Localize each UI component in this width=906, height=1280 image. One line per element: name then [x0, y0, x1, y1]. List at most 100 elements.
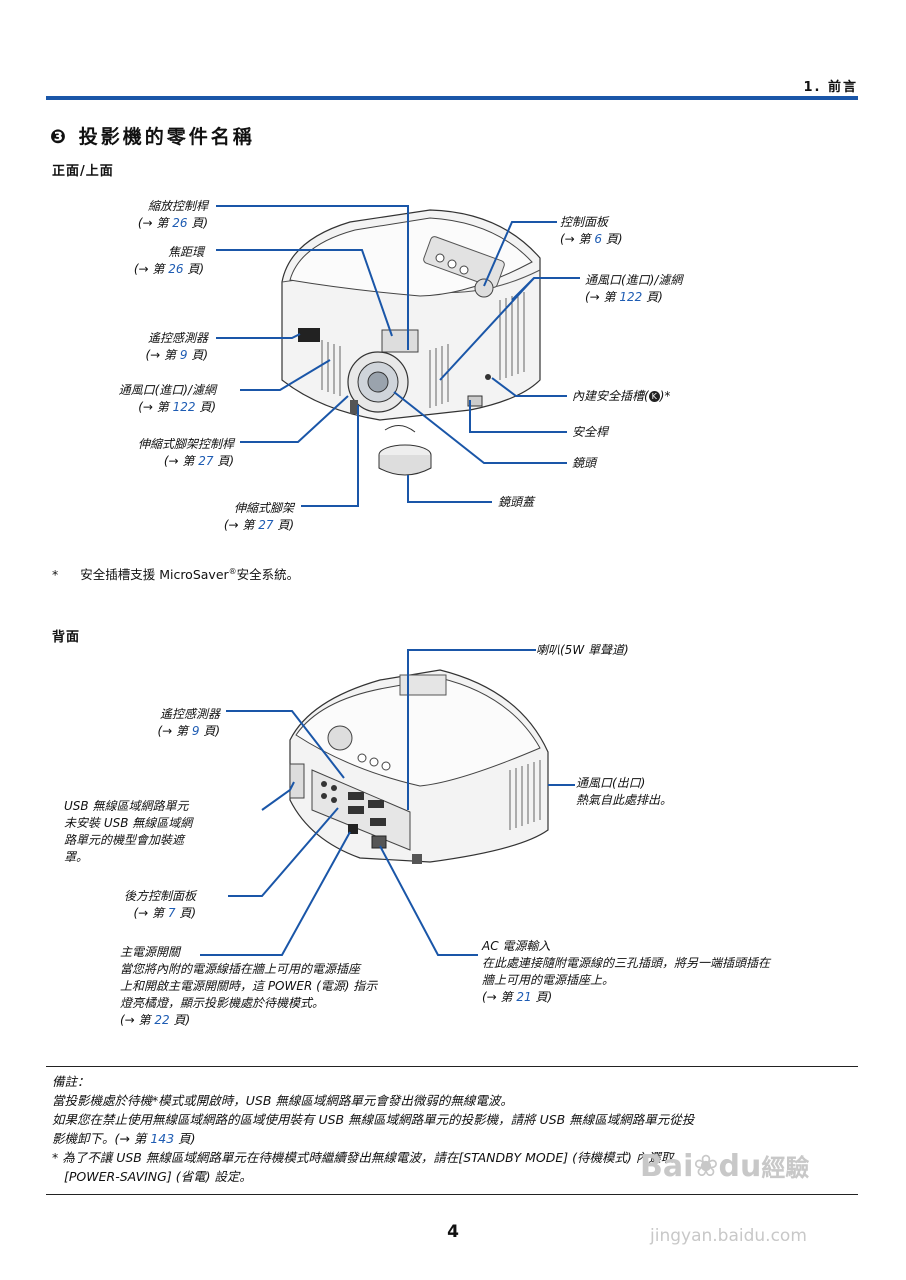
label-usb-wireless: USB 無線區域網路單元 未安裝 USB 無線區域網 路單元的機型會加裝遮 罩。 [64, 798, 192, 866]
label-foot-lever-name: 伸縮式腳架控制桿 [137, 437, 234, 451]
ref-post: 頁) [169, 1013, 191, 1027]
usb-line: 罩。 [64, 850, 89, 864]
label-main-power-switch: 主電源開關 當您將內附的電源線插在牆上可用的電源插座 上和開啟主電源開關時，這 … [120, 944, 377, 1029]
ref-page-link[interactable]: 9 [179, 348, 188, 362]
label-ac-input: AC 電源輸入 在此處連接隨附電源線的三孔插頭，將另一端插頭插在 牆上可用的電源… [482, 938, 770, 1006]
footnote-text-end: 安全系統。 [236, 567, 300, 582]
label-rear-panel: 後方控制面板 (→ 第 7 頁) [124, 888, 196, 922]
note-page-link[interactable]: 143 [150, 1131, 175, 1146]
note-line: 如果您在禁止使用無線區域網路的區域使用裝有 USB 無線區域網路單元的投影機，請… [52, 1112, 695, 1127]
ac-line: 在此處連接隨附電源線的三孔插頭，將另一端插頭插在 [482, 956, 771, 970]
ref-main-switch: (→ 第 22 頁) [120, 1012, 377, 1029]
ref-post: 頁) [183, 262, 204, 276]
ref-page-link[interactable]: 21 [516, 990, 532, 1004]
note-top-rule [46, 1066, 858, 1067]
ref-pre: (→ 第 [137, 216, 173, 230]
ref-page-link[interactable]: 26 [172, 216, 188, 230]
ref-pre: (→ 第 [585, 290, 620, 304]
ref-pre: (→ 第 [560, 232, 595, 246]
usb-line: USB 無線區域網路單元 [64, 799, 189, 813]
chapter-header: 1. 前言 [803, 80, 858, 95]
front-subheading: 正面/上面 [52, 164, 114, 179]
ref-page-link[interactable]: 122 [172, 400, 196, 414]
label-security-slot-post: )* [659, 389, 671, 403]
ref-page-link[interactable]: 9 [191, 724, 200, 738]
watermark-url: jingyan.baidu.com [650, 1226, 807, 1246]
label-vent-exhaust: 通風口(出口) 熱氣自此處排出。 [576, 775, 672, 809]
label-focus-name: 焦距環 [167, 245, 204, 259]
ref-page-link[interactable]: 26 [168, 262, 184, 276]
label-control-panel-name: 控制面板 [560, 215, 609, 229]
ref-pre: (→ 第 [138, 400, 173, 414]
ref-post: 頁) [273, 518, 294, 532]
label-vent-out-name: 通風口(出口) [576, 776, 646, 790]
label-lens: 鏡頭 [572, 456, 597, 470]
main-switch-line: 上和開啟主電源開關時，這 POWER (電源) 指示 [120, 979, 378, 993]
ref-post: 頁) [187, 216, 208, 230]
ref-pre: (→ 第 [157, 724, 192, 738]
ref-page-link[interactable]: 6 [594, 232, 603, 246]
ref-post: 頁) [199, 724, 220, 738]
label-zoom-lever: 縮放控制桿 (→ 第 26 頁) [138, 198, 208, 232]
ref-page-link[interactable]: 27 [198, 454, 214, 468]
ref-pre: (→ 第 [482, 990, 517, 1004]
label-security-slot: 內建安全插槽(K)* [572, 388, 670, 405]
note-title: 備註： [52, 1074, 90, 1089]
ref-post: 頁) [175, 906, 196, 920]
watermark-cn: 經驗 [761, 1154, 810, 1182]
footnote-text: 安全插槽支援 MicroSaver [80, 567, 229, 582]
ref-page-link[interactable]: 122 [619, 290, 643, 304]
ref-page-link[interactable]: 22 [154, 1013, 170, 1027]
section-title-text: 投影機的零件名稱 [78, 126, 255, 148]
section-number: ❸ [50, 126, 70, 148]
ac-line: 牆上可用的電源插座上。 [482, 973, 615, 987]
ref-page-link[interactable]: 27 [258, 518, 274, 532]
note-line: 當投影機處於待機*模式或開啟時，USB 無線區域網路單元會發出微弱的無線電波。 [52, 1093, 513, 1108]
main-switch-line: 當您將內附的電源線插在牆上可用的電源插座 [120, 962, 361, 976]
ref-pre: (→ 第 [120, 1013, 155, 1027]
page-number: 4 [447, 1222, 459, 1242]
paw-icon: ❀ [693, 1149, 719, 1184]
label-lens-cap: 鏡頭蓋 [498, 495, 535, 509]
label-zoom-name: 縮放控制桿 [147, 199, 208, 213]
label-rear-panel-name: 後方控制面板 [123, 889, 196, 903]
label-ac-name: AC 電源輸入 [482, 939, 551, 953]
ref-foot-lever: (→ 第 27 頁) [138, 453, 234, 470]
note-block: 備註： 當投影機處於待機*模式或開啟時，USB 無線區域網路單元會發出微弱的無線… [52, 1072, 858, 1186]
ref-post: 頁) [602, 232, 623, 246]
label-control-panel: 控制面板 (→ 第 6 頁) [560, 214, 623, 248]
label-foot-name: 伸縮式腳架 [233, 501, 294, 515]
kensington-icon: K [648, 391, 660, 402]
ref-focus: (→ 第 26 頁) [134, 261, 204, 278]
note-star-line: * 為了不讓 USB 無線區域網路單元在待機模式時繼續發出無線電波，請在[STA… [52, 1150, 674, 1165]
ref-post: 頁) [195, 400, 216, 414]
footnote-mark: * [52, 567, 59, 582]
label-tilt-foot: 伸縮式腳架 (→ 第 27 頁) [224, 500, 294, 534]
label-remote-sensor-front: 遙控感測器 (→ 第 9 頁) [145, 330, 208, 364]
ref-zoom: (→ 第 26 頁) [138, 215, 208, 232]
ref-pre: (→ 第 [163, 454, 199, 468]
ref-pre: (→ 第 [133, 262, 169, 276]
watermark-brand2: du [718, 1149, 762, 1184]
label-focus-ring: 焦距環 (→ 第 26 頁) [134, 244, 204, 278]
main-switch-line: 燈亮橘燈，顯示投影機處於待機模式。 [120, 996, 325, 1010]
label-vent-out-desc: 熱氣自此處排出。 [576, 793, 673, 807]
note-star-line: [POWER-SAVING] (省電) 設定。 [64, 1169, 252, 1184]
label-foot-lever: 伸縮式腳架控制桿 (→ 第 27 頁) [138, 436, 234, 470]
ref-pre: (→ 第 [145, 348, 180, 362]
label-remote-name: 遙控感測器 [159, 707, 220, 721]
header-rule [46, 96, 858, 100]
ref-ac-input: (→ 第 21 頁) [482, 989, 770, 1006]
ref-remote: (→ 第 9 頁) [145, 347, 208, 364]
ref-post: 頁) [213, 454, 234, 468]
ref-foot: (→ 第 27 頁) [224, 517, 294, 534]
ref-page-link[interactable]: 7 [167, 906, 176, 920]
label-security-slot-name: 內建安全插槽( [572, 389, 649, 403]
registered-mark: ® [228, 566, 237, 576]
usb-line: 路單元的機型會加裝遮 [64, 833, 185, 847]
ref-post: 頁) [187, 348, 208, 362]
ref-pre: (→ 第 [223, 518, 259, 532]
label-vent-name: 通風口(進口)/濾網 [118, 383, 216, 397]
section-title: ❸ 投影機的零件名稱 [50, 122, 255, 149]
